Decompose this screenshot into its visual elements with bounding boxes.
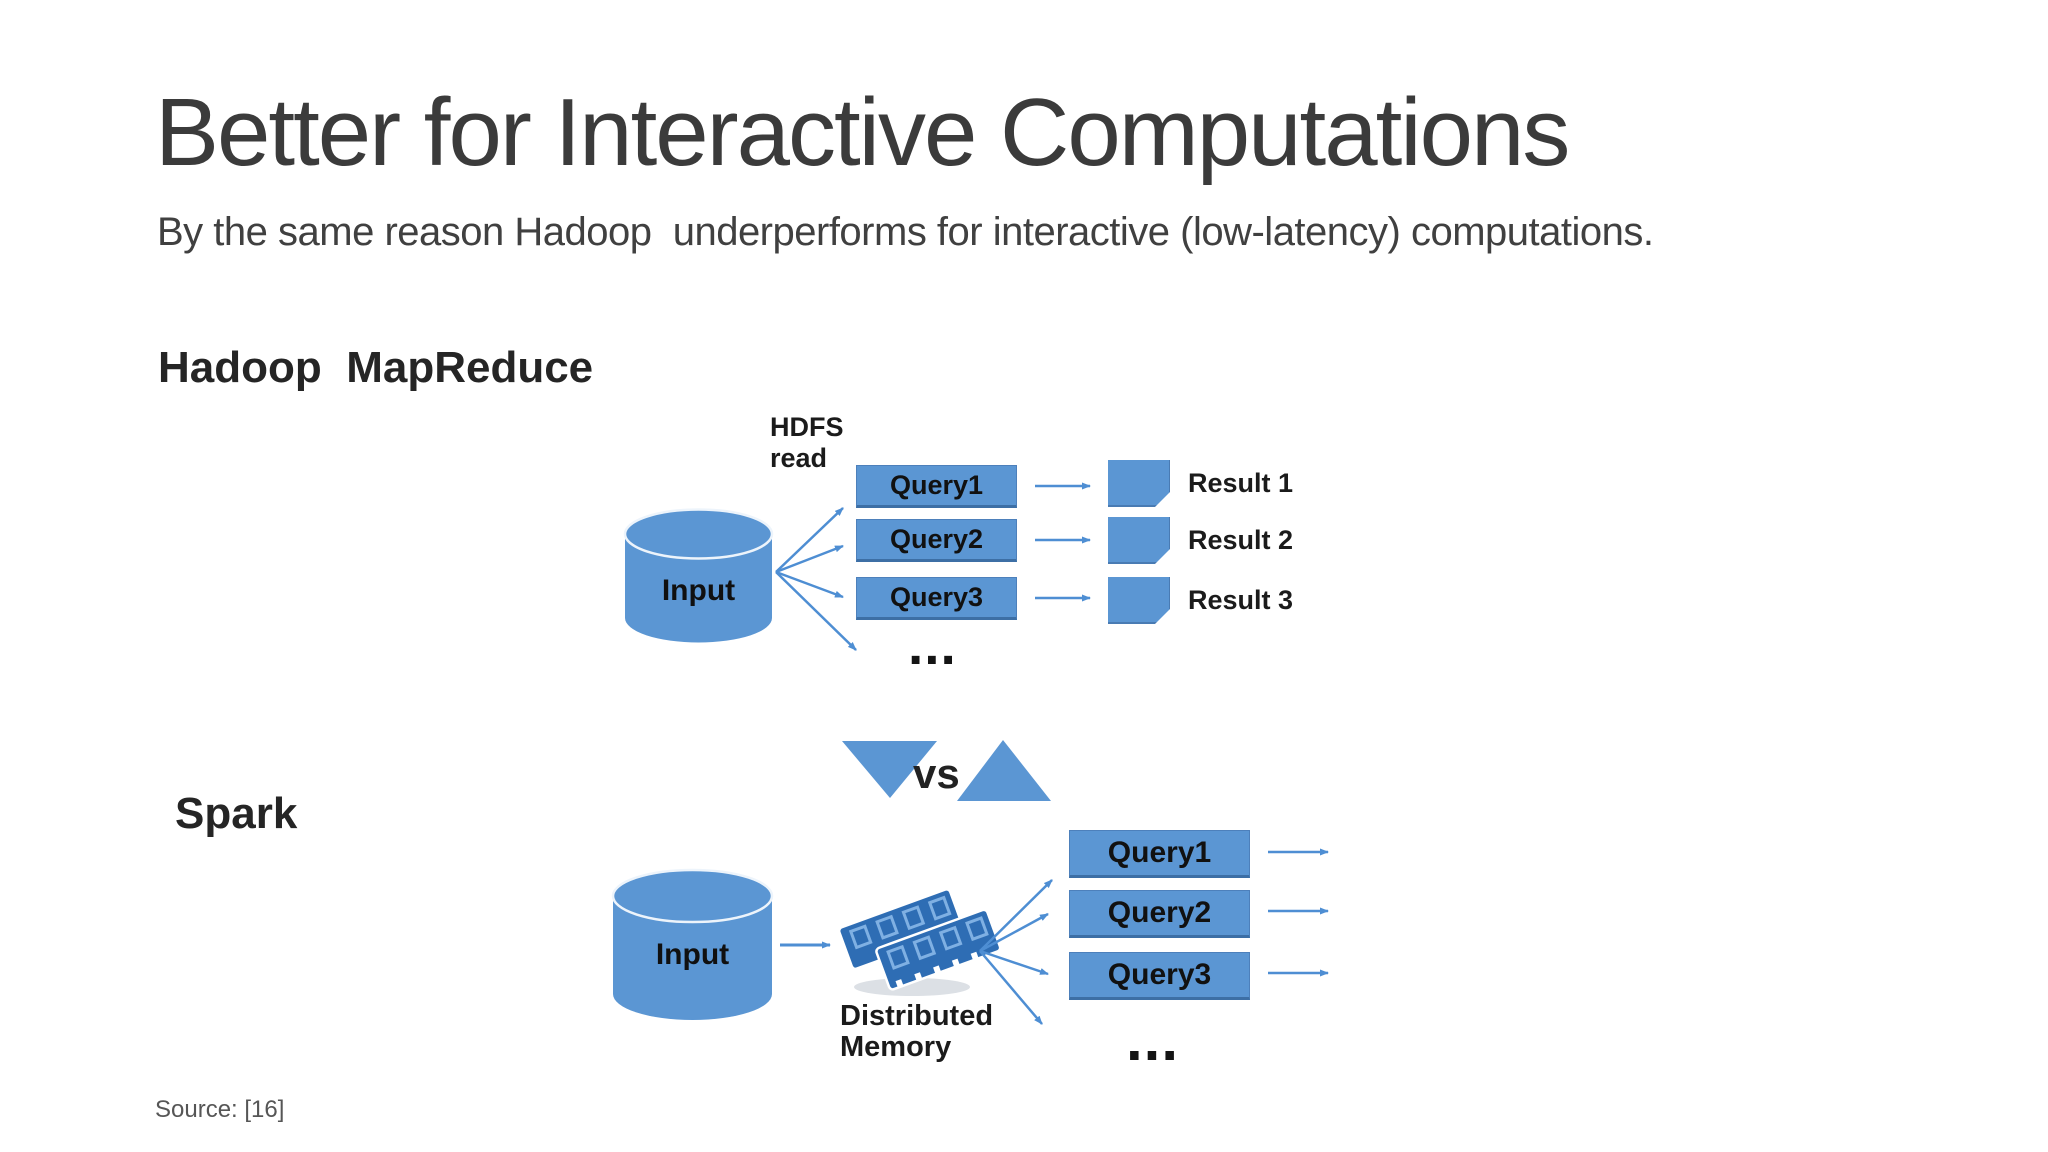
hdfs-read-label: HDFS read [770, 412, 844, 474]
hadoop-input-label: Input [661, 574, 736, 607]
vs-up-triangle-icon [957, 740, 1051, 801]
spark-output-arrows [1268, 848, 1329, 977]
spark-heading: Spark [175, 789, 298, 838]
spark-input-label: Input [655, 938, 730, 971]
source-citation: Source: [16] [155, 1096, 285, 1123]
hadoop-query1-box: Query1 [856, 465, 1017, 508]
result2-label: Result 2 [1188, 525, 1294, 555]
distributed-memory-label: Distributed Memory [840, 1000, 994, 1063]
folded-corner-icon [1155, 549, 1170, 564]
folded-corner-icon [1155, 492, 1170, 507]
subtitle: By the same reason Hadoop underperforms … [157, 210, 1654, 254]
result1-label: Result 1 [1188, 468, 1294, 498]
spark-query2-box: Query2 [1069, 890, 1250, 938]
spark-query1-box: Query1 [1069, 830, 1250, 878]
result3-label: Result 3 [1188, 585, 1294, 615]
hadoop-fan-arrows [775, 507, 857, 651]
hadoop-query3-box: Query3 [856, 577, 1017, 620]
vs-label: vs [913, 750, 960, 797]
distributed-memory-icon [837, 888, 1002, 996]
result1-document-icon [1108, 460, 1170, 507]
page-title: Better for Interactive Computations [155, 79, 1570, 186]
hadoop-result-arrows [1035, 482, 1091, 602]
hadoop-heading: Hadoop MapReduce [158, 343, 594, 392]
spark-ellipsis: ... [1126, 1006, 1180, 1073]
folded-corner-icon [1155, 609, 1170, 624]
hadoop-ellipsis: ... [908, 614, 957, 676]
result3-document-icon [1108, 577, 1170, 624]
result2-document-icon [1108, 517, 1170, 564]
spark-query3-box: Query3 [1069, 952, 1250, 1000]
hadoop-query2-box: Query2 [856, 519, 1017, 562]
